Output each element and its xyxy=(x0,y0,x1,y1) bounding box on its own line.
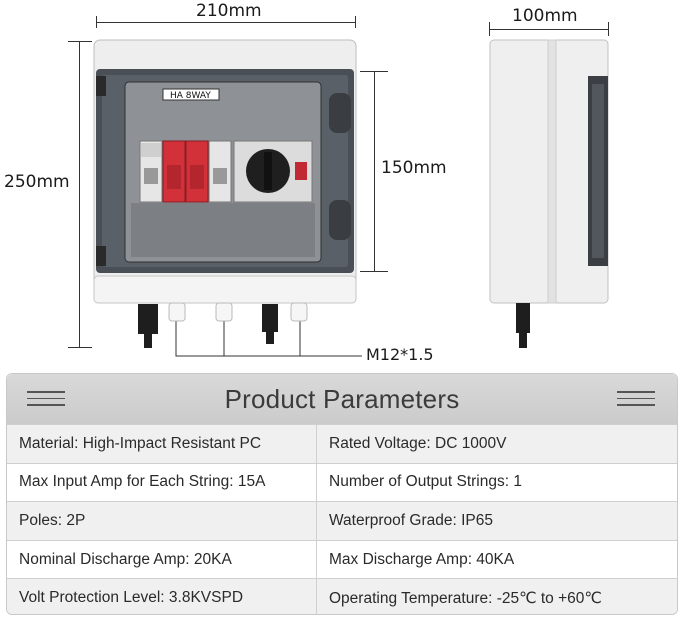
params-header: Product Parameters xyxy=(7,374,677,424)
dim-inner-height: 150mm xyxy=(381,158,447,178)
dim-tick xyxy=(489,22,490,36)
dim-width-front: 210mm xyxy=(196,1,262,21)
dim-tick xyxy=(608,22,609,36)
menu-lines-icon xyxy=(617,391,655,407)
table-cell: Poles: 2P xyxy=(7,502,317,540)
table-cell: Max Discharge Amp: 40KA xyxy=(317,540,677,579)
table-row: Nominal Discharge Amp: 20KA Max Discharg… xyxy=(7,539,677,579)
table-cell: Number of Output Strings: 1 xyxy=(317,463,677,502)
dim-tick xyxy=(360,271,388,272)
dim-tick xyxy=(96,16,97,28)
table-row: Volt Protection Level: 3.8KVSPD Operatin… xyxy=(7,578,677,614)
dim-tick xyxy=(68,41,92,42)
dim-inner-line xyxy=(374,71,375,272)
product-figure: 210mm 250mm 150mm 100mm M12*1.5 HA 8WAY xyxy=(4,1,609,364)
dim-tick xyxy=(360,71,388,72)
device-label: HA 8WAY xyxy=(170,91,211,101)
table-row: Max Input Amp for Each String: 15A Numbe… xyxy=(7,462,677,502)
dim-gland: M12*1.5 xyxy=(366,345,434,364)
table-cell: Waterproof Grade: IP65 xyxy=(317,502,677,540)
table-cell: Material: High-Impact Resistant PC xyxy=(7,425,317,463)
table-cell: Operating Temperature: -25℃ to +60℃ xyxy=(317,579,677,614)
params-title: Product Parameters xyxy=(224,383,460,414)
table-row: Poles: 2P Waterproof Grade: IP65 xyxy=(7,501,677,540)
menu-lines-icon xyxy=(27,391,65,407)
table-cell: Volt Protection Level: 3.8KVSPD xyxy=(7,579,317,614)
dim-depth-line xyxy=(489,29,609,30)
dim-height: 250mm xyxy=(4,172,70,192)
table-cell: Nominal Discharge Amp: 20KA xyxy=(7,540,317,579)
dim-width-line xyxy=(96,22,356,23)
dim-height-line xyxy=(79,41,80,348)
enclosure-front-drawing: HA 8WAY xyxy=(93,39,609,357)
table-cell: Rated Voltage: DC 1000V xyxy=(317,425,677,463)
dim-depth: 100mm xyxy=(512,6,578,26)
table-row: Material: High-Impact Resistant PC Rated… xyxy=(7,424,677,463)
dim-tick xyxy=(355,16,356,28)
dim-tick xyxy=(68,347,92,348)
product-parameters-table: Product Parameters Material: High-Impact… xyxy=(6,373,678,615)
table-cell: Max Input Amp for Each String: 15A xyxy=(7,463,317,502)
